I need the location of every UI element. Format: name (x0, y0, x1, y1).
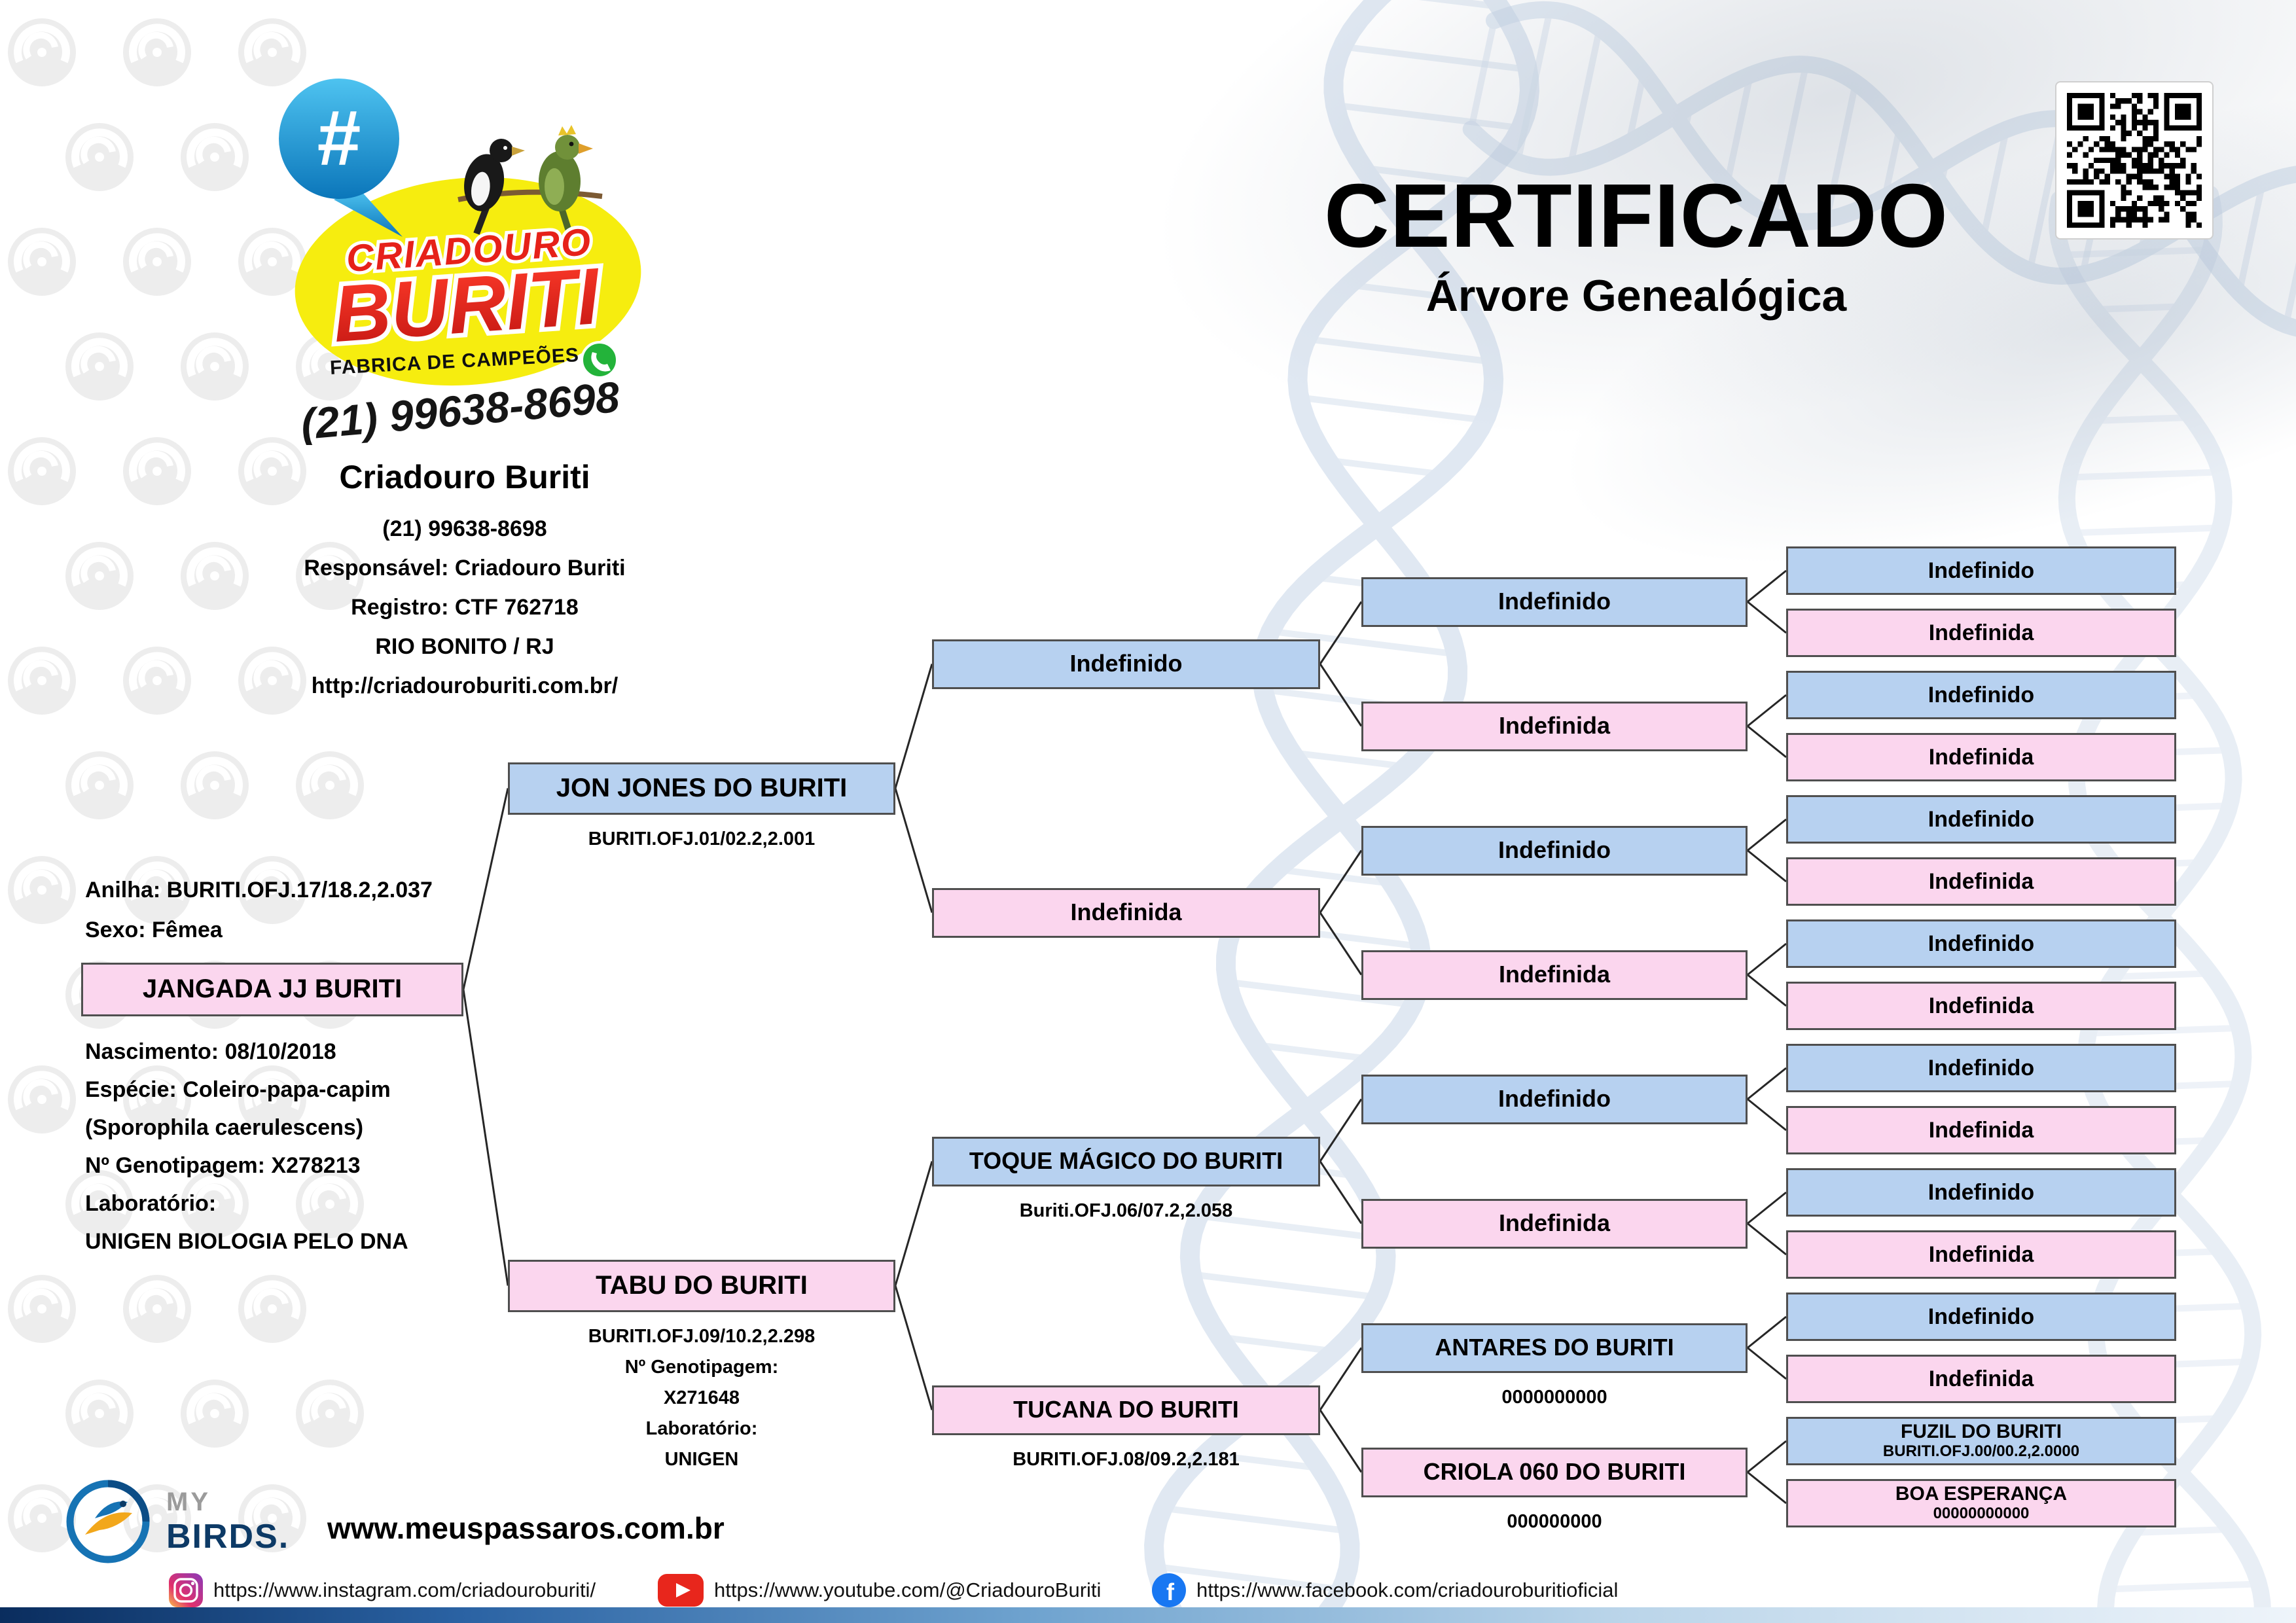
subject-name: JANGADA JJ BURITI (142, 974, 403, 1004)
pedigree-node-gen2-1: Indefinida (932, 887, 1320, 938)
subject-lab-name: UNIGEN BIOLOGIA PELO DNA (85, 1229, 408, 1254)
pedigree-details-gen3-6: 0000000000 (1501, 1386, 1607, 1408)
pedigree-node-gen4-12: Indefinido (1786, 1293, 2176, 1341)
pedigree-node-gen3-6: ANTARES DO BURITI (1361, 1323, 1748, 1373)
hashtag-bubble: # (279, 79, 403, 237)
pedigree-node-gen2-2: TOQUE MÁGICO DO BURITI (932, 1136, 1320, 1186)
pedigree-node-gen4-0: Indefinido (1786, 546, 2176, 595)
pedigree-details-gen2-2: Buriti.OFJ.06/07.2,2.058 (1019, 1200, 1233, 1221)
breeder-info: Criadouro Buriti (21) 99638-8698 Respons… (219, 458, 710, 705)
subject-lab-label: Laboratório: (85, 1191, 217, 1216)
certificate-title: CERTIFICADO (1324, 166, 1948, 266)
pedigree-node-gen4-4: Indefinido (1786, 795, 2176, 844)
breeder-city: RIO BONITO / RJ (375, 634, 554, 659)
subject-birthdate: Nascimento: 08/10/2018 (85, 1039, 336, 1064)
facebook-link[interactable]: https://www.facebook.com/criadouroburiti… (1196, 1578, 1619, 1601)
logo-yellow-blob (295, 177, 641, 386)
crown-icon (558, 125, 576, 135)
logo-birds (457, 125, 603, 236)
pedigree-node-gen4-8: Indefinido (1786, 1044, 2176, 1092)
pedigree-node-gen4-13: Indefinida (1786, 1355, 2176, 1403)
pedigree-node-gen4-6: Indefinido (1786, 919, 2176, 968)
pedigree-node-gen4-10: Indefinido (1786, 1168, 2176, 1217)
pedigree-node-gen4-11: Indefinida (1786, 1230, 2176, 1279)
pedigree-node-gen4-3: Indefinida (1786, 733, 2176, 781)
pedigree-node-gen2-0: Indefinido (932, 639, 1320, 689)
pedigree-node-gen4-1: Indefinida (1786, 609, 2176, 657)
mybirds-logo: MY BIRDS. (59, 1472, 289, 1571)
mybirds-text-birds: BIRDS. (166, 1517, 290, 1556)
breeder-logo: CRIADOURO BURITI FABRICA DE CAMPEÕES (21… (279, 79, 641, 445)
mybirds-icon (66, 1480, 150, 1563)
pedigree-node-gen2-3: TUCANA DO BURITI (932, 1385, 1320, 1435)
youtube-icon[interactable] (658, 1574, 704, 1607)
breeder-phone: (21) 99638-8698 (382, 516, 547, 541)
logo-hashtag: # (317, 94, 361, 182)
social-youtube: https://www.youtube.com/@CriadouroBuriti (658, 1573, 1101, 1607)
pedigree-details-gen3-7: 000000000 (1507, 1510, 1602, 1532)
pedigree-node-gen4-9: Indefinida (1786, 1106, 2176, 1154)
pedigree-node-gen4-2: Indefinido (1786, 671, 2176, 719)
pedigree-node-gen3-3: Indefinida (1361, 950, 1748, 1000)
instagram-icon[interactable] (169, 1573, 203, 1607)
social-facebook: f https://www.facebook.com/criadouroburi… (1152, 1573, 1618, 1607)
subject-species-latin: (Sporophila caerulescens) (85, 1115, 364, 1140)
pedigree-node-gen1-0: JON JONES DO BURITI (508, 762, 895, 815)
whatsapp-icon (581, 341, 619, 379)
pedigree-details-gen2-3: BURITI.OFJ.08/09.2,2.181 (1013, 1448, 1240, 1470)
breeder-responsible: Responsável: Criadouro Buriti (304, 556, 626, 580)
social-instagram: https://www.instagram.com/criadouroburit… (169, 1573, 596, 1607)
subject-sex: Sexo: Fêmea (85, 918, 223, 942)
qr-code (2055, 81, 2214, 240)
subject-ring: Anilha: BURITI.OFJ.17/18.2,2.037 (85, 878, 433, 902)
pedigree-node-gen1-1: TABU DO BURITI (508, 1259, 895, 1312)
pedigree-node-gen3-2: Indefinido (1361, 825, 1748, 876)
mybirds-text-my: MY (166, 1487, 211, 1516)
pedigree-details-gen1-0: BURITI.OFJ.01/02.2,2.001 (588, 828, 816, 849)
facebook-icon[interactable]: f (1152, 1573, 1186, 1607)
breeder-registry: Registro: CTF 762718 (351, 595, 579, 620)
certificate-subtitle: Árvore Genealógica (1426, 270, 1847, 321)
subject-info-bottom: Nascimento: 08/10/2018 Espécie: Coleiro-… (85, 1033, 408, 1260)
pedigree-node-gen3-0: Indefinido (1361, 577, 1748, 627)
subject-node: JANGADA JJ BURITI (81, 963, 463, 1016)
footer-bar (0, 1607, 2296, 1623)
pedigree-node-gen3-1: Indefinida (1361, 701, 1748, 751)
pedigree-node-gen3-4: Indefinido (1361, 1074, 1748, 1124)
certificate-header: CERTIFICADO Árvore Genealógica (1237, 169, 2036, 321)
breeder-name: Criadouro Buriti (339, 459, 590, 495)
pedigree-node-gen4-5: Indefinida (1786, 857, 2176, 906)
pedigree-node-gen3-5: Indefinida (1361, 1198, 1748, 1249)
subject-info-top: Anilha: BURITI.OFJ.17/18.2,2.037 Sexo: F… (85, 870, 433, 950)
breeder-website-link[interactable]: http://criadouroburiti.com.br/ (311, 673, 619, 698)
pedigree-node-gen3-7: CRIOLA 060 DO BURITI (1361, 1447, 1748, 1497)
youtube-link[interactable]: https://www.youtube.com/@CriadouroBuriti (714, 1578, 1102, 1601)
instagram-link[interactable]: https://www.instagram.com/criadouroburit… (213, 1578, 596, 1601)
subject-species: Espécie: Coleiro-papa-capim (85, 1077, 391, 1102)
subject-genotyping: Nº Genotipagem: X278213 (85, 1153, 361, 1178)
meuspassaros-website-link[interactable]: www.meuspassaros.com.br (327, 1511, 725, 1545)
svg-text:f: f (1166, 1578, 1175, 1605)
pedigree-node-gen4-7: Indefinida (1786, 982, 2176, 1030)
